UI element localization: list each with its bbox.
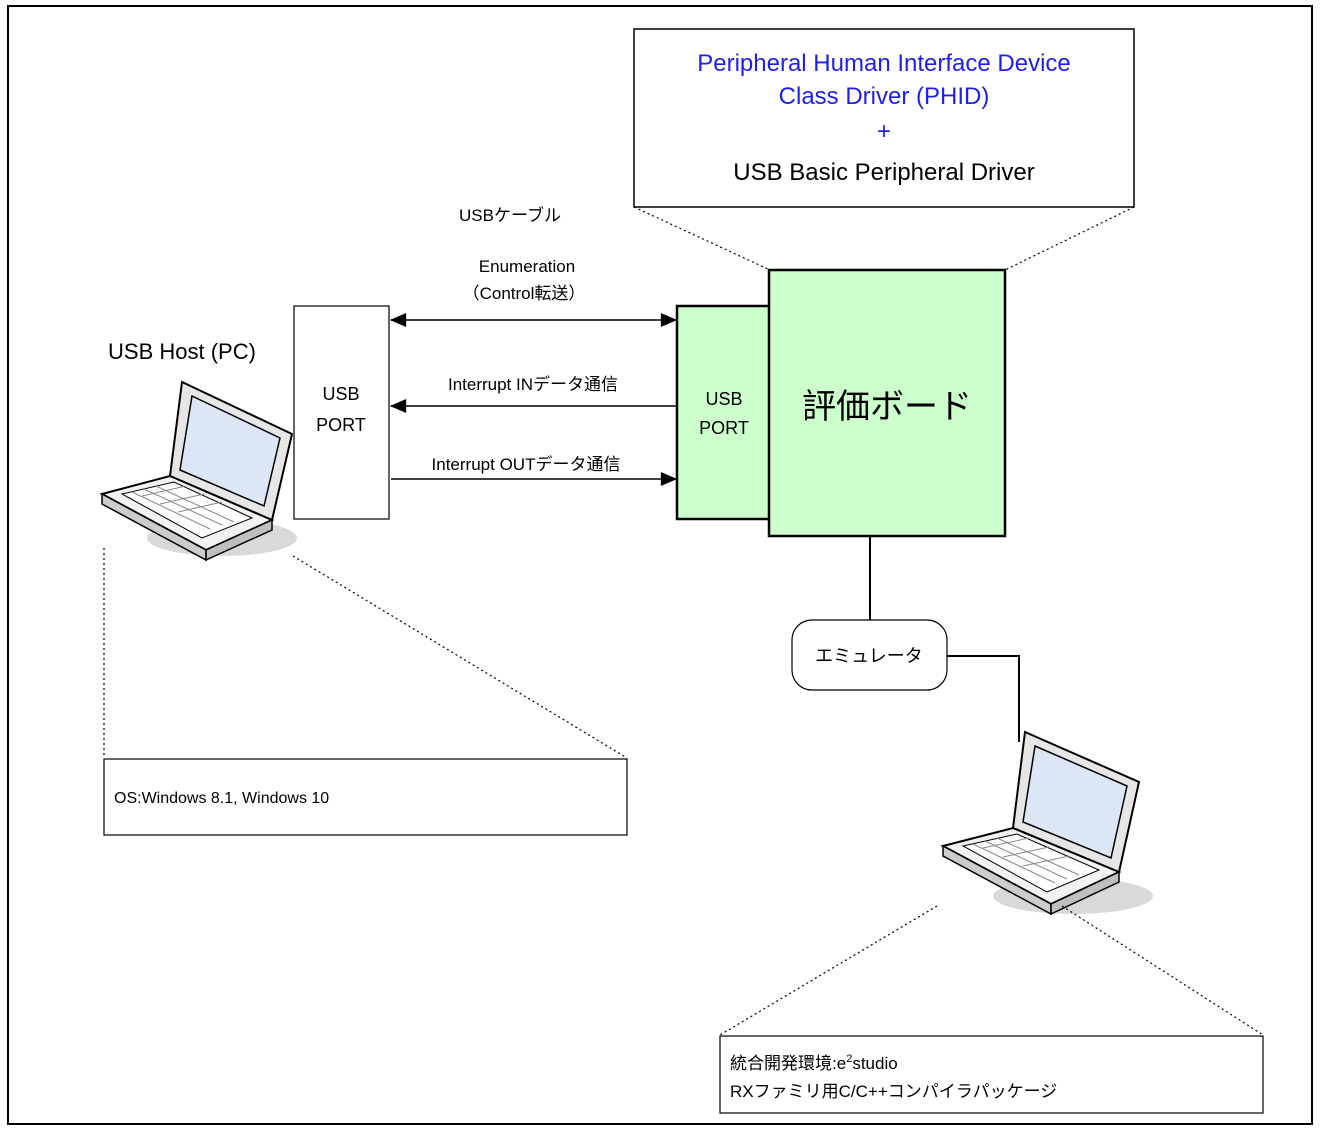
os-info-text: OS:Windows 8.1, Windows 10 [114,790,329,807]
interrupt-in-label: Interrupt INデータ通信 [448,374,618,394]
driver-callout-left [633,206,771,271]
usb-host-title: USB Host (PC) [108,339,256,364]
outer-frame [7,5,1313,1125]
evaluation-board: 評価ボード [767,268,1007,538]
driver-plus: + [877,118,891,145]
enumeration-sub-label: （Control転送） [463,284,586,303]
usb-cable-label: USBケーブル [459,205,561,225]
board-port-label-line1: USB [705,389,742,409]
host-port-label-line1: USB [322,384,359,404]
board-port-label-line2: PORT [699,418,749,438]
ide-label-superscript: 2 [846,1053,852,1065]
ide-label-prefix: 統合開発環境:e [730,1054,846,1073]
devpc-callout-left [719,905,938,1036]
driver-title-line1: Peripheral Human Interface Device [697,50,1071,77]
emulator-label: エミュレータ [815,646,923,666]
driver-stack-box: Peripheral Human Interface Device Class … [633,28,1135,208]
dev-environment-box: 統合開発環境:e2studio RXファミリ用C/C++コンパイラパッケージ [719,1035,1264,1114]
host-callout-right [292,555,628,759]
driver-title-line2: Class Driver (PHID) [779,83,990,110]
interrupt-out-label: Interrupt OUTデータ通信 [432,454,621,474]
emulator-pc-link [947,655,1020,742]
devpc-callout-right [1061,905,1264,1036]
enumeration-label: Enumeration [479,257,575,276]
ide-label: 統合開発環境:e2studio [730,1053,898,1073]
board-usb-port: USB PORT [675,304,773,521]
emulator-box: エミュレータ [791,619,948,691]
driver-basic-label: USB Basic Peripheral Driver [733,159,1034,186]
laptop-icon [99,380,297,562]
host-port-label-line2: PORT [316,415,366,435]
os-info-box: OS:Windows 8.1, Windows 10 [103,758,628,836]
compiler-label: RXファミリ用C/C++コンパイラパッケージ [730,1082,1057,1101]
laptop-icon [940,730,1153,916]
driver-callout-right [1004,206,1135,271]
ide-label-suffix: studio [852,1054,897,1073]
host-usb-port: USB PORT [293,305,390,520]
evaluation-board-label: 評価ボード [802,388,972,426]
